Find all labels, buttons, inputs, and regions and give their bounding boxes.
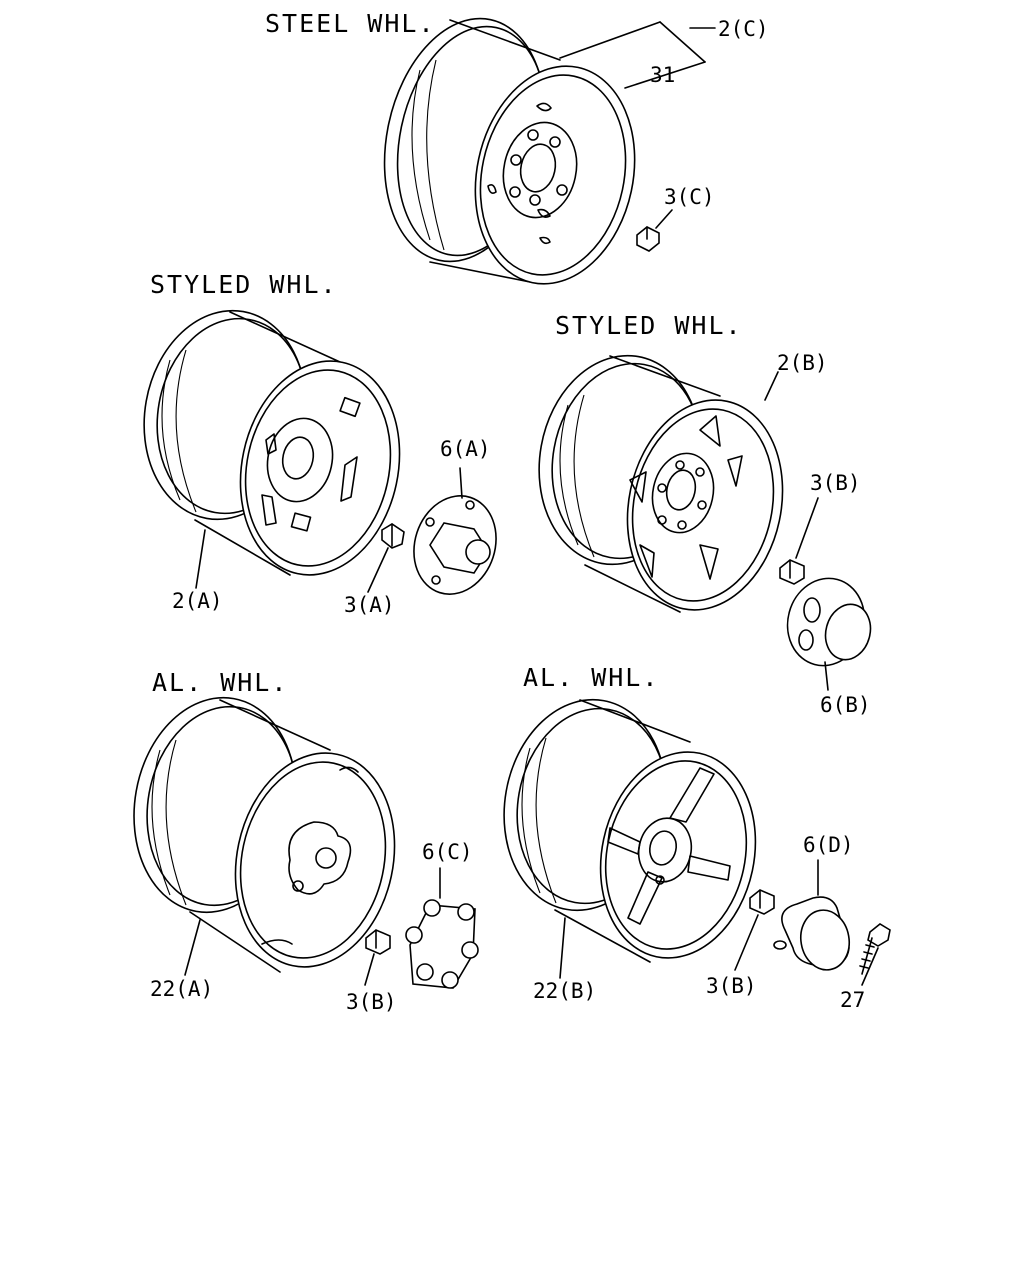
part-label-2b: 2(B) bbox=[777, 351, 828, 375]
part-label-6d: 6(D) bbox=[803, 833, 854, 857]
center-cap-6d bbox=[773, 859, 851, 971]
part-label-3b-right: 3(B) bbox=[706, 974, 757, 998]
leader-2a bbox=[195, 529, 206, 589]
part-label-22b: 22(B) bbox=[533, 979, 596, 1003]
lug-nut-3b-left bbox=[364, 929, 391, 986]
center-cap-6c bbox=[405, 867, 479, 989]
part-label-3c: 3(C) bbox=[664, 185, 715, 209]
center-cap-6b bbox=[786, 577, 872, 691]
part-label-6b: 6(B) bbox=[820, 693, 871, 717]
section-title-styled-a: STYLED WHL. bbox=[150, 270, 338, 299]
lug-nut-3c bbox=[636, 209, 673, 252]
styled-wheel-b bbox=[538, 354, 784, 613]
part-label-31: 31 bbox=[650, 63, 675, 87]
part-label-2c: 2(C) bbox=[718, 17, 769, 41]
lug-nut-3b-right bbox=[734, 889, 775, 971]
lug-nut-3a bbox=[367, 523, 405, 593]
part-label-27: 27 bbox=[840, 988, 865, 1012]
part-label-22a: 22(A) bbox=[150, 977, 213, 1001]
styled-wheel-a bbox=[143, 309, 401, 576]
al-wheel-a bbox=[133, 696, 396, 973]
leader-2b bbox=[764, 371, 779, 401]
al-wheel-b bbox=[503, 698, 757, 963]
center-cap-6a bbox=[413, 467, 497, 595]
leader-22b bbox=[559, 917, 566, 979]
steel-wheel bbox=[383, 17, 716, 285]
part-label-2a: 2(A) bbox=[172, 589, 223, 613]
section-title-al-a: AL. WHL. bbox=[152, 668, 288, 697]
lug-nut-3b-top bbox=[779, 497, 819, 585]
section-title-steel: STEEL WHL. bbox=[265, 9, 436, 38]
part-label-3b-left: 3(B) bbox=[346, 990, 397, 1014]
section-title-styled-b: STYLED WHL. bbox=[555, 311, 743, 340]
part-label-6a: 6(A) bbox=[440, 437, 491, 461]
part-label-6c: 6(C) bbox=[422, 840, 473, 864]
screw-27 bbox=[859, 923, 891, 986]
part-label-3b-top: 3(B) bbox=[810, 471, 861, 495]
part-label-3a: 3(A) bbox=[344, 593, 395, 617]
leader-22a bbox=[184, 919, 201, 976]
section-title-al-b: AL. WHL. bbox=[523, 663, 659, 692]
